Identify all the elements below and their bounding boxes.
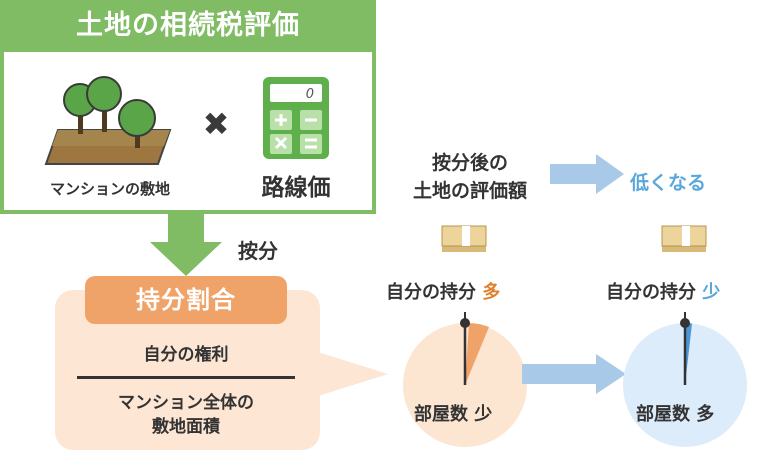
money-stack-icon xyxy=(661,225,707,252)
land-valuation-title: 土地の相続税評価 xyxy=(0,0,376,52)
money-stack-icon xyxy=(441,225,487,252)
left-rooms-label: 部屋数 少 xyxy=(414,400,492,426)
right-rooms-level: 多 xyxy=(696,404,715,425)
right-rooms-label: 部屋数 多 xyxy=(636,400,714,426)
price-label: 路線価 xyxy=(261,175,331,201)
ratio-denominator-line2: 敷地面積 xyxy=(152,417,220,437)
ratio-denominator-line1: マンション全体の xyxy=(118,393,254,413)
down-arrow-icon xyxy=(150,214,222,276)
fraction-bar xyxy=(77,376,295,379)
result-label-line1: 按分後の xyxy=(431,152,508,174)
right-share-text: 自分の持分 xyxy=(606,282,696,303)
right-rooms-text: 部屋数 xyxy=(636,404,690,425)
left-rooms-text: 部屋数 xyxy=(414,404,468,425)
right-pie-chart xyxy=(623,312,747,447)
multiply-icon: ✖ xyxy=(202,105,230,143)
left-rooms-level: 少 xyxy=(474,404,493,425)
result-label-line2: 土地の評価額 xyxy=(412,180,527,202)
right-share-label: 自分の持分 少 xyxy=(606,278,720,304)
left-share-label: 自分の持分 多 xyxy=(386,278,500,304)
right-share-level: 少 xyxy=(702,282,721,303)
apportion-label: 按分 xyxy=(238,239,278,263)
left-share-level: 多 xyxy=(482,282,501,303)
left-share-text: 自分の持分 xyxy=(386,282,476,303)
land-trees-icon xyxy=(44,76,172,165)
right-arrow-icon xyxy=(550,154,624,194)
result-outcome: 低くなる xyxy=(630,172,707,194)
calculator-icon: 0 xyxy=(263,77,329,159)
calculator-display: 0 xyxy=(306,87,314,102)
ownership-ratio-title: 持分割合 xyxy=(85,276,287,324)
right-arrow-icon xyxy=(522,354,626,394)
ratio-numerator: 自分の権利 xyxy=(143,345,229,365)
land-label: マンションの敷地 xyxy=(49,180,170,198)
speech-pointer xyxy=(318,352,388,396)
left-pie-chart xyxy=(403,312,527,447)
